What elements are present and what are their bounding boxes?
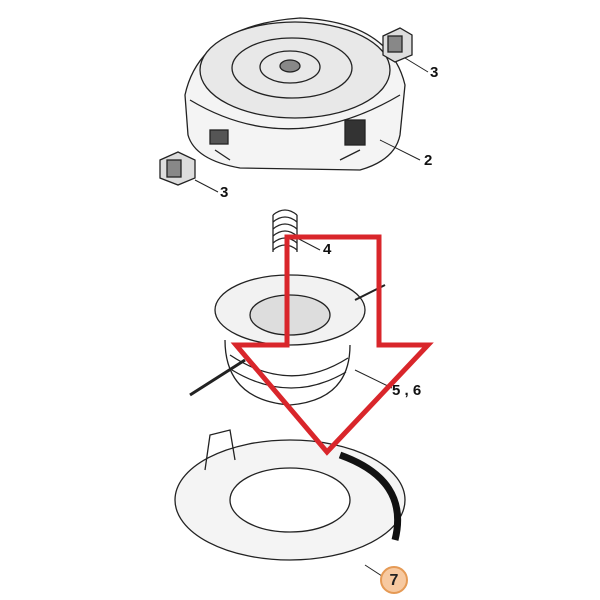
spring-part: [272, 209, 298, 252]
clip-part-right: [382, 27, 413, 63]
spool-part: [189, 274, 386, 406]
red-highlight-arrow: [230, 234, 434, 456]
base-ring-part: [174, 429, 406, 561]
clip-part-left: [159, 151, 196, 186]
callout-3-left: 3: [220, 184, 229, 201]
callout-5-6: 5 , 6: [392, 382, 422, 399]
callout-2: 2: [424, 152, 433, 169]
callout-7-badge: 7: [380, 566, 408, 594]
top-cover-part: [184, 17, 406, 171]
callout-3-right: 3: [430, 64, 439, 81]
callout-4: 4: [323, 241, 332, 258]
